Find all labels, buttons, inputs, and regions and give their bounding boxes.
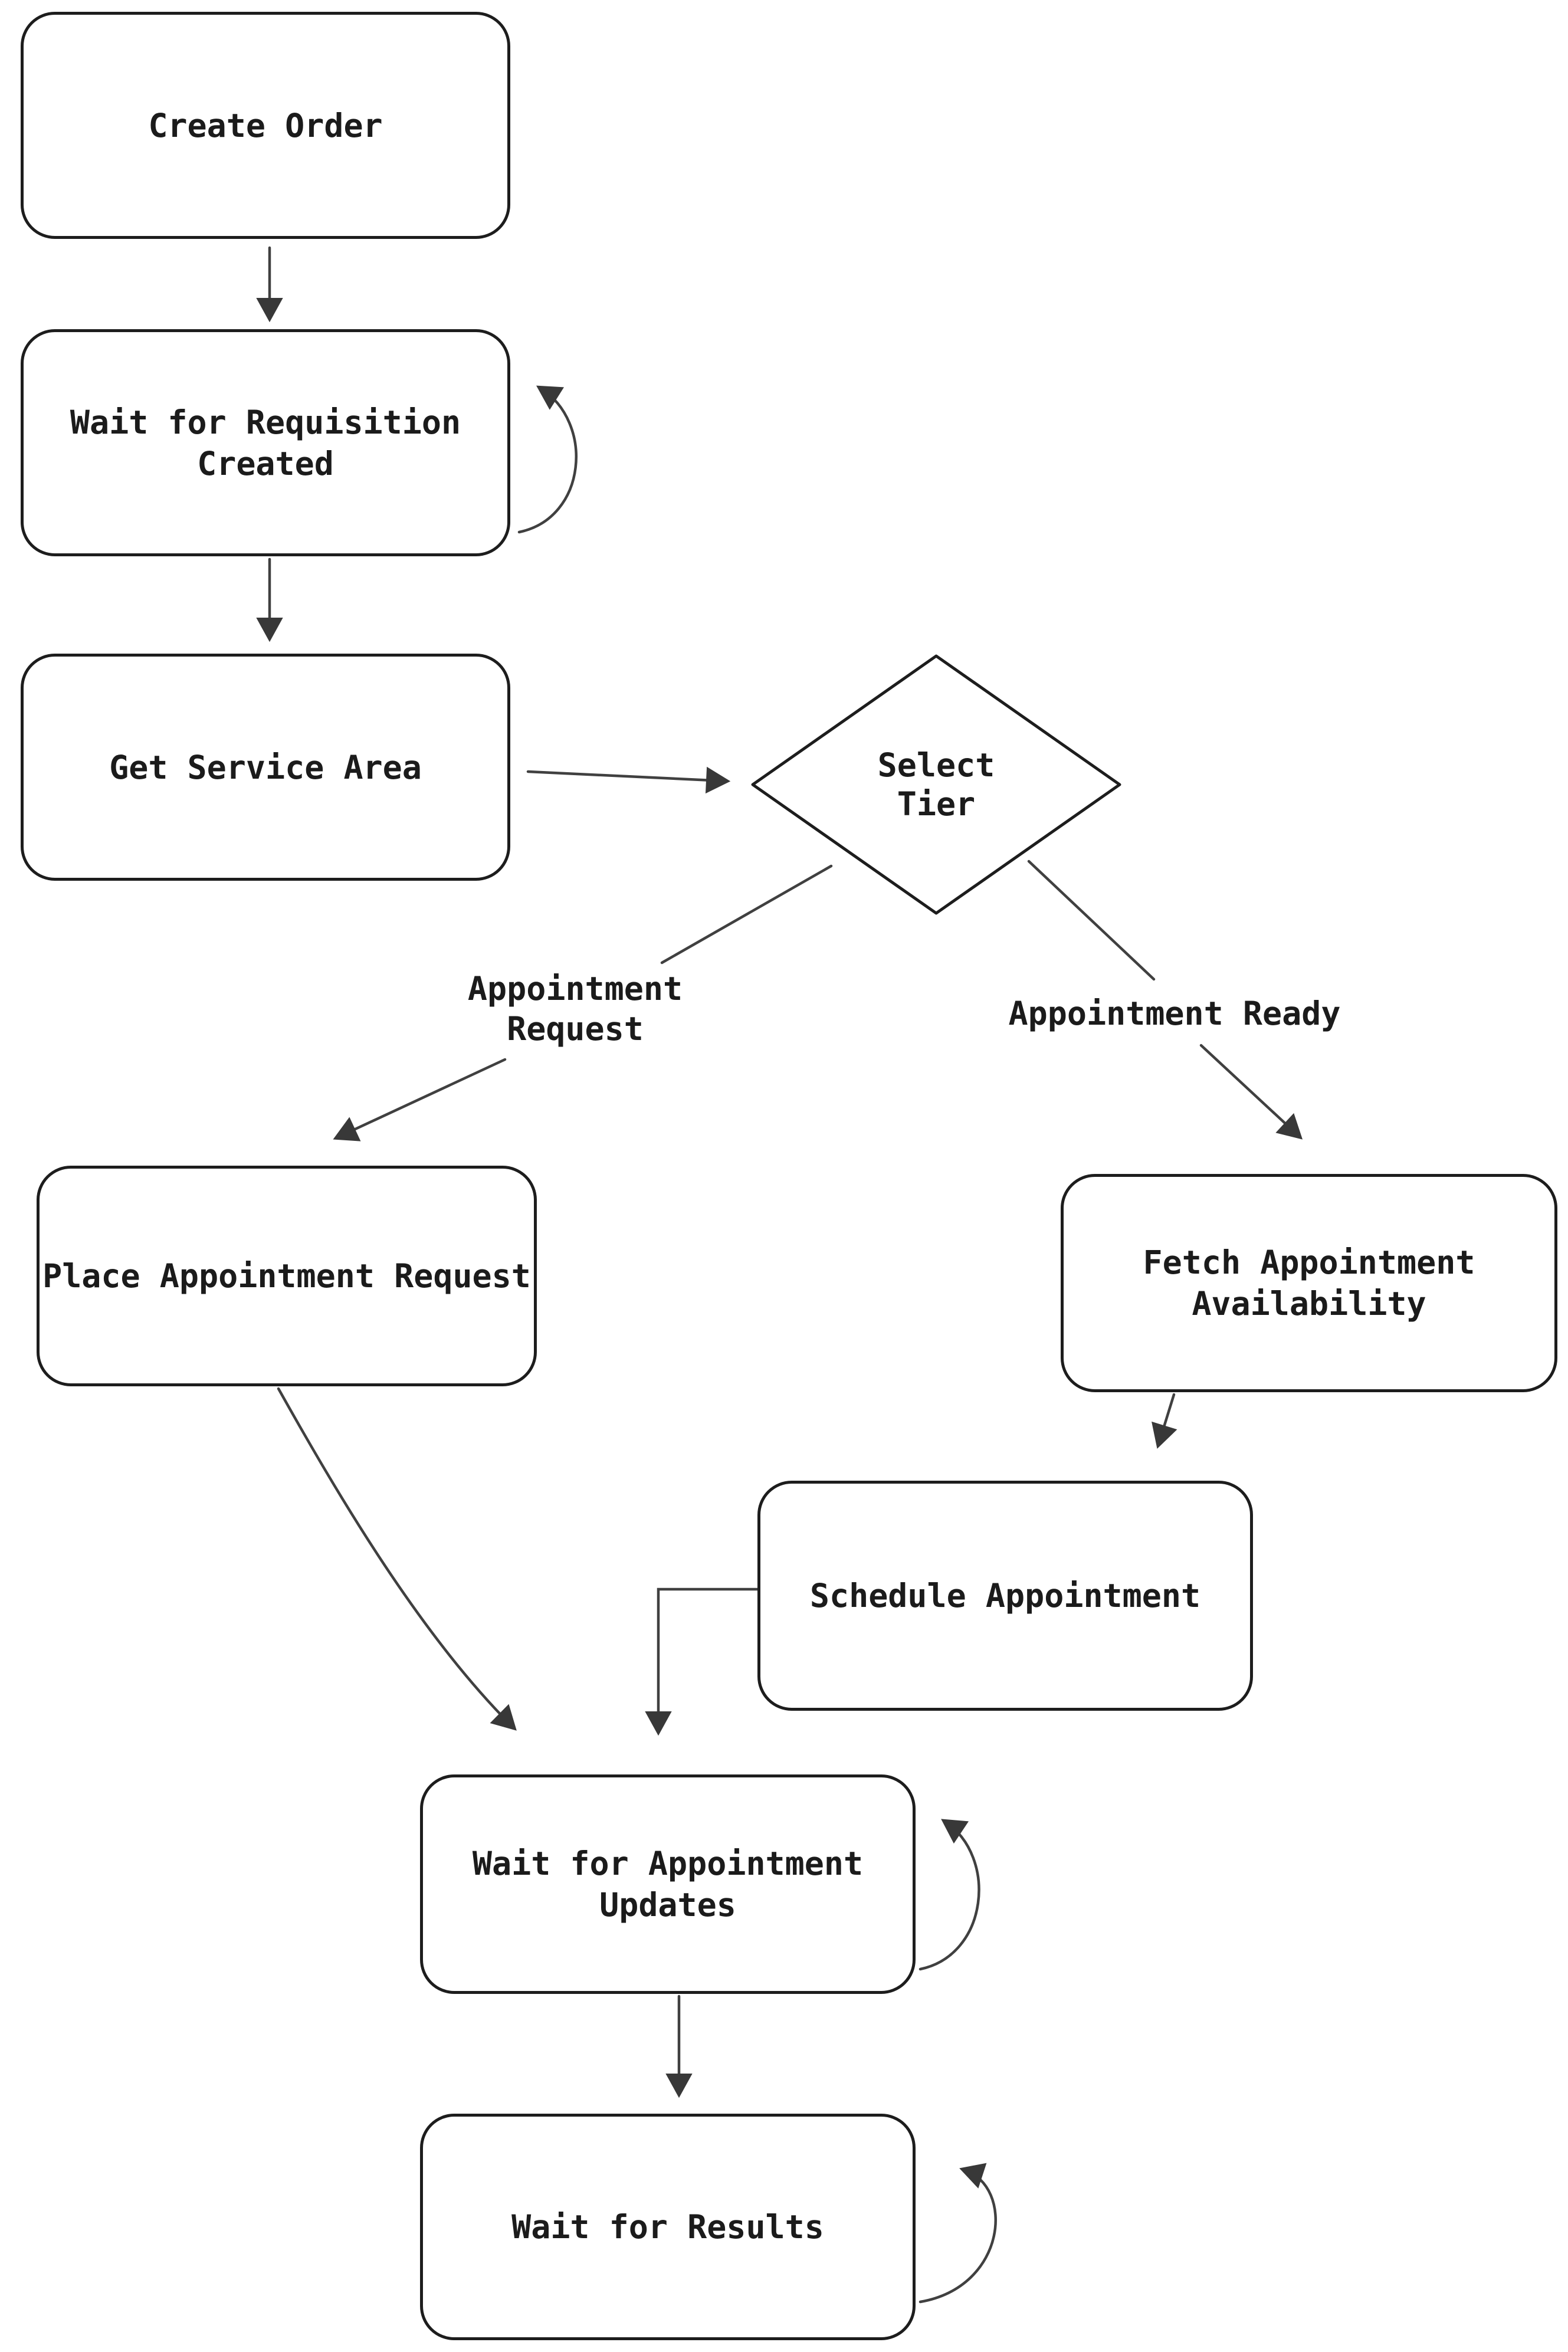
edge-wait-requisition-self-loop — [517, 385, 578, 534]
node-label: Place Appointment Request — [42, 1257, 531, 1295]
edge-label-appointment-request: Appointment Request — [369, 950, 782, 1068]
node-label: Tier — [897, 785, 976, 823]
edge-select-tier-to-fetch-availability-lower — [1199, 1044, 1303, 1140]
edge-wait-results-self-loop — [919, 2163, 997, 2304]
node-wait-requisition-created: Wait for Requisition Created — [21, 329, 510, 556]
edge-label-line: Appointment Ready — [1008, 995, 1341, 1032]
node-label: Schedule Appointment — [809, 1577, 1201, 1615]
node-place-appointment-request: Place Appointment Request — [37, 1166, 537, 1386]
node-get-service-area: Get Service Area — [21, 654, 510, 881]
node-fetch-appointment-availability: Fetch Appointment Availability — [1061, 1174, 1557, 1392]
node-label: Create Order — [148, 106, 383, 145]
edge-wait-updates-self-loop — [919, 1819, 980, 1971]
node-schedule-appointment: Schedule Appointment — [757, 1481, 1253, 1711]
edge-place-request-to-wait-updates — [277, 1387, 517, 1731]
edge-schedule-to-wait-updates — [645, 1587, 759, 1736]
edge-fetch-availability-to-schedule — [1152, 1393, 1177, 1449]
decision-select-tier-label: Select Tier — [759, 702, 1113, 867]
edge-label-line: Appointment — [467, 970, 683, 1008]
node-wait-appointment-updates: Wait for Appointment Updates — [420, 1774, 916, 1994]
node-wait-results: Wait for Results — [420, 2114, 916, 2340]
node-label: Wait for Results — [511, 2208, 824, 2246]
node-label: Wait for Requisition — [70, 403, 461, 441]
edge-select-tier-to-place-request-lower — [333, 1058, 507, 1141]
node-label: Fetch Appointment — [1143, 1244, 1475, 1281]
node-label: Availability — [1192, 1285, 1426, 1323]
edge-get-service-area-to-select-tier — [526, 766, 731, 794]
edge-select-tier-to-place-request-upper — [660, 864, 833, 965]
node-label: Select — [877, 746, 995, 784]
edge-select-tier-to-fetch-availability-upper — [1027, 860, 1156, 981]
edge-label-line: Request — [507, 1010, 644, 1048]
decision-select-tier-shape — [751, 654, 1121, 915]
node-label: Created — [197, 444, 334, 483]
node-label: Wait for Appointment — [472, 1845, 864, 1882]
edge-label-appointment-ready: Appointment Ready — [968, 984, 1381, 1043]
node-label: Get Service Area — [109, 748, 422, 786]
node-create-order: Create Order — [21, 12, 510, 239]
node-label: Updates — [599, 1886, 736, 1924]
